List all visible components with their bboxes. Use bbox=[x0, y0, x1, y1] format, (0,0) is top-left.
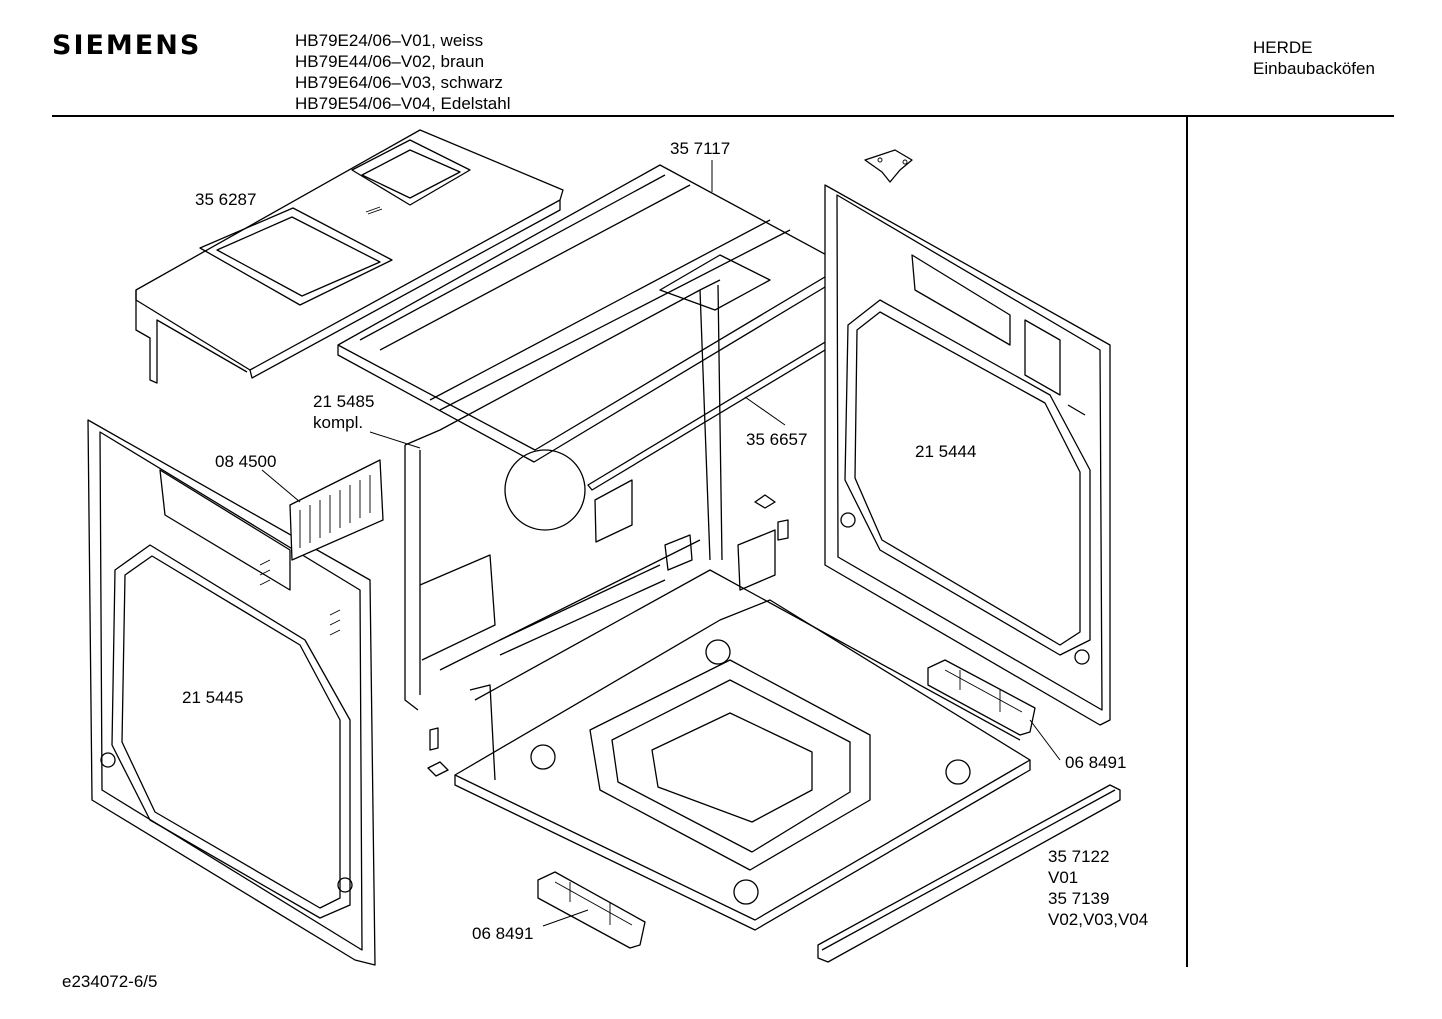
category-line-2: Einbaubacköfen bbox=[1253, 59, 1375, 78]
brand-logo: SIEMENS bbox=[52, 30, 202, 61]
category-line-1: HERDE bbox=[1253, 38, 1313, 57]
runner-rail-left-068491 bbox=[537, 871, 646, 949]
label-357117: 35 7117 bbox=[670, 139, 730, 158]
oven-cavity bbox=[404, 279, 723, 711]
front-trim-357122 bbox=[817, 784, 1121, 963]
label-068491-left: 06 8491 bbox=[472, 924, 533, 943]
label-215445: 21 5445 bbox=[182, 688, 243, 707]
label-356287: 35 6287 bbox=[195, 190, 256, 209]
label-357139: 35 7139 bbox=[1048, 889, 1109, 908]
top-bracket bbox=[864, 149, 913, 183]
label-215485: 21 5485 bbox=[313, 392, 374, 411]
side-divider bbox=[1186, 117, 1188, 967]
label-357139-variants: V02,V03,V04 bbox=[1048, 910, 1148, 929]
label-215444: 21 5444 bbox=[915, 442, 976, 461]
label-068491-right: 06 8491 bbox=[1065, 753, 1126, 772]
leader-lines bbox=[261, 160, 1061, 927]
category: HERDE Einbaubacköfen bbox=[1253, 37, 1375, 79]
small-clips bbox=[427, 494, 789, 777]
bottom-frame bbox=[454, 569, 1031, 931]
model-line-3: HB79E64/06–V03, schwarz bbox=[295, 73, 503, 92]
model-line-2: HB79E44/06–V02, braun bbox=[295, 52, 485, 71]
right-side-panel-215444 bbox=[824, 184, 1111, 726]
label-357122: 35 7122 bbox=[1048, 847, 1109, 866]
top-cover-356287 bbox=[135, 129, 564, 384]
label-357122-variant: V01 bbox=[1048, 868, 1078, 887]
model-list: HB79E24/06–V01, weiss HB79E44/06–V02, br… bbox=[295, 30, 511, 114]
runner-rail-right-068491 bbox=[927, 659, 1036, 736]
header-divider bbox=[52, 115, 1394, 117]
model-line-1: HB79E24/06–V01, weiss bbox=[295, 31, 484, 50]
left-side-panel-215445 bbox=[87, 419, 376, 966]
label-215485-kompl: kompl. bbox=[313, 413, 363, 432]
label-356657: 35 6657 bbox=[746, 430, 807, 449]
model-line-4: HB79E54/06–V04, Edelstahl bbox=[295, 94, 511, 113]
document-id: e234072-6/5 bbox=[62, 972, 158, 991]
label-084500: 08 4500 bbox=[215, 452, 276, 471]
heater-cover-084500 bbox=[289, 459, 384, 561]
